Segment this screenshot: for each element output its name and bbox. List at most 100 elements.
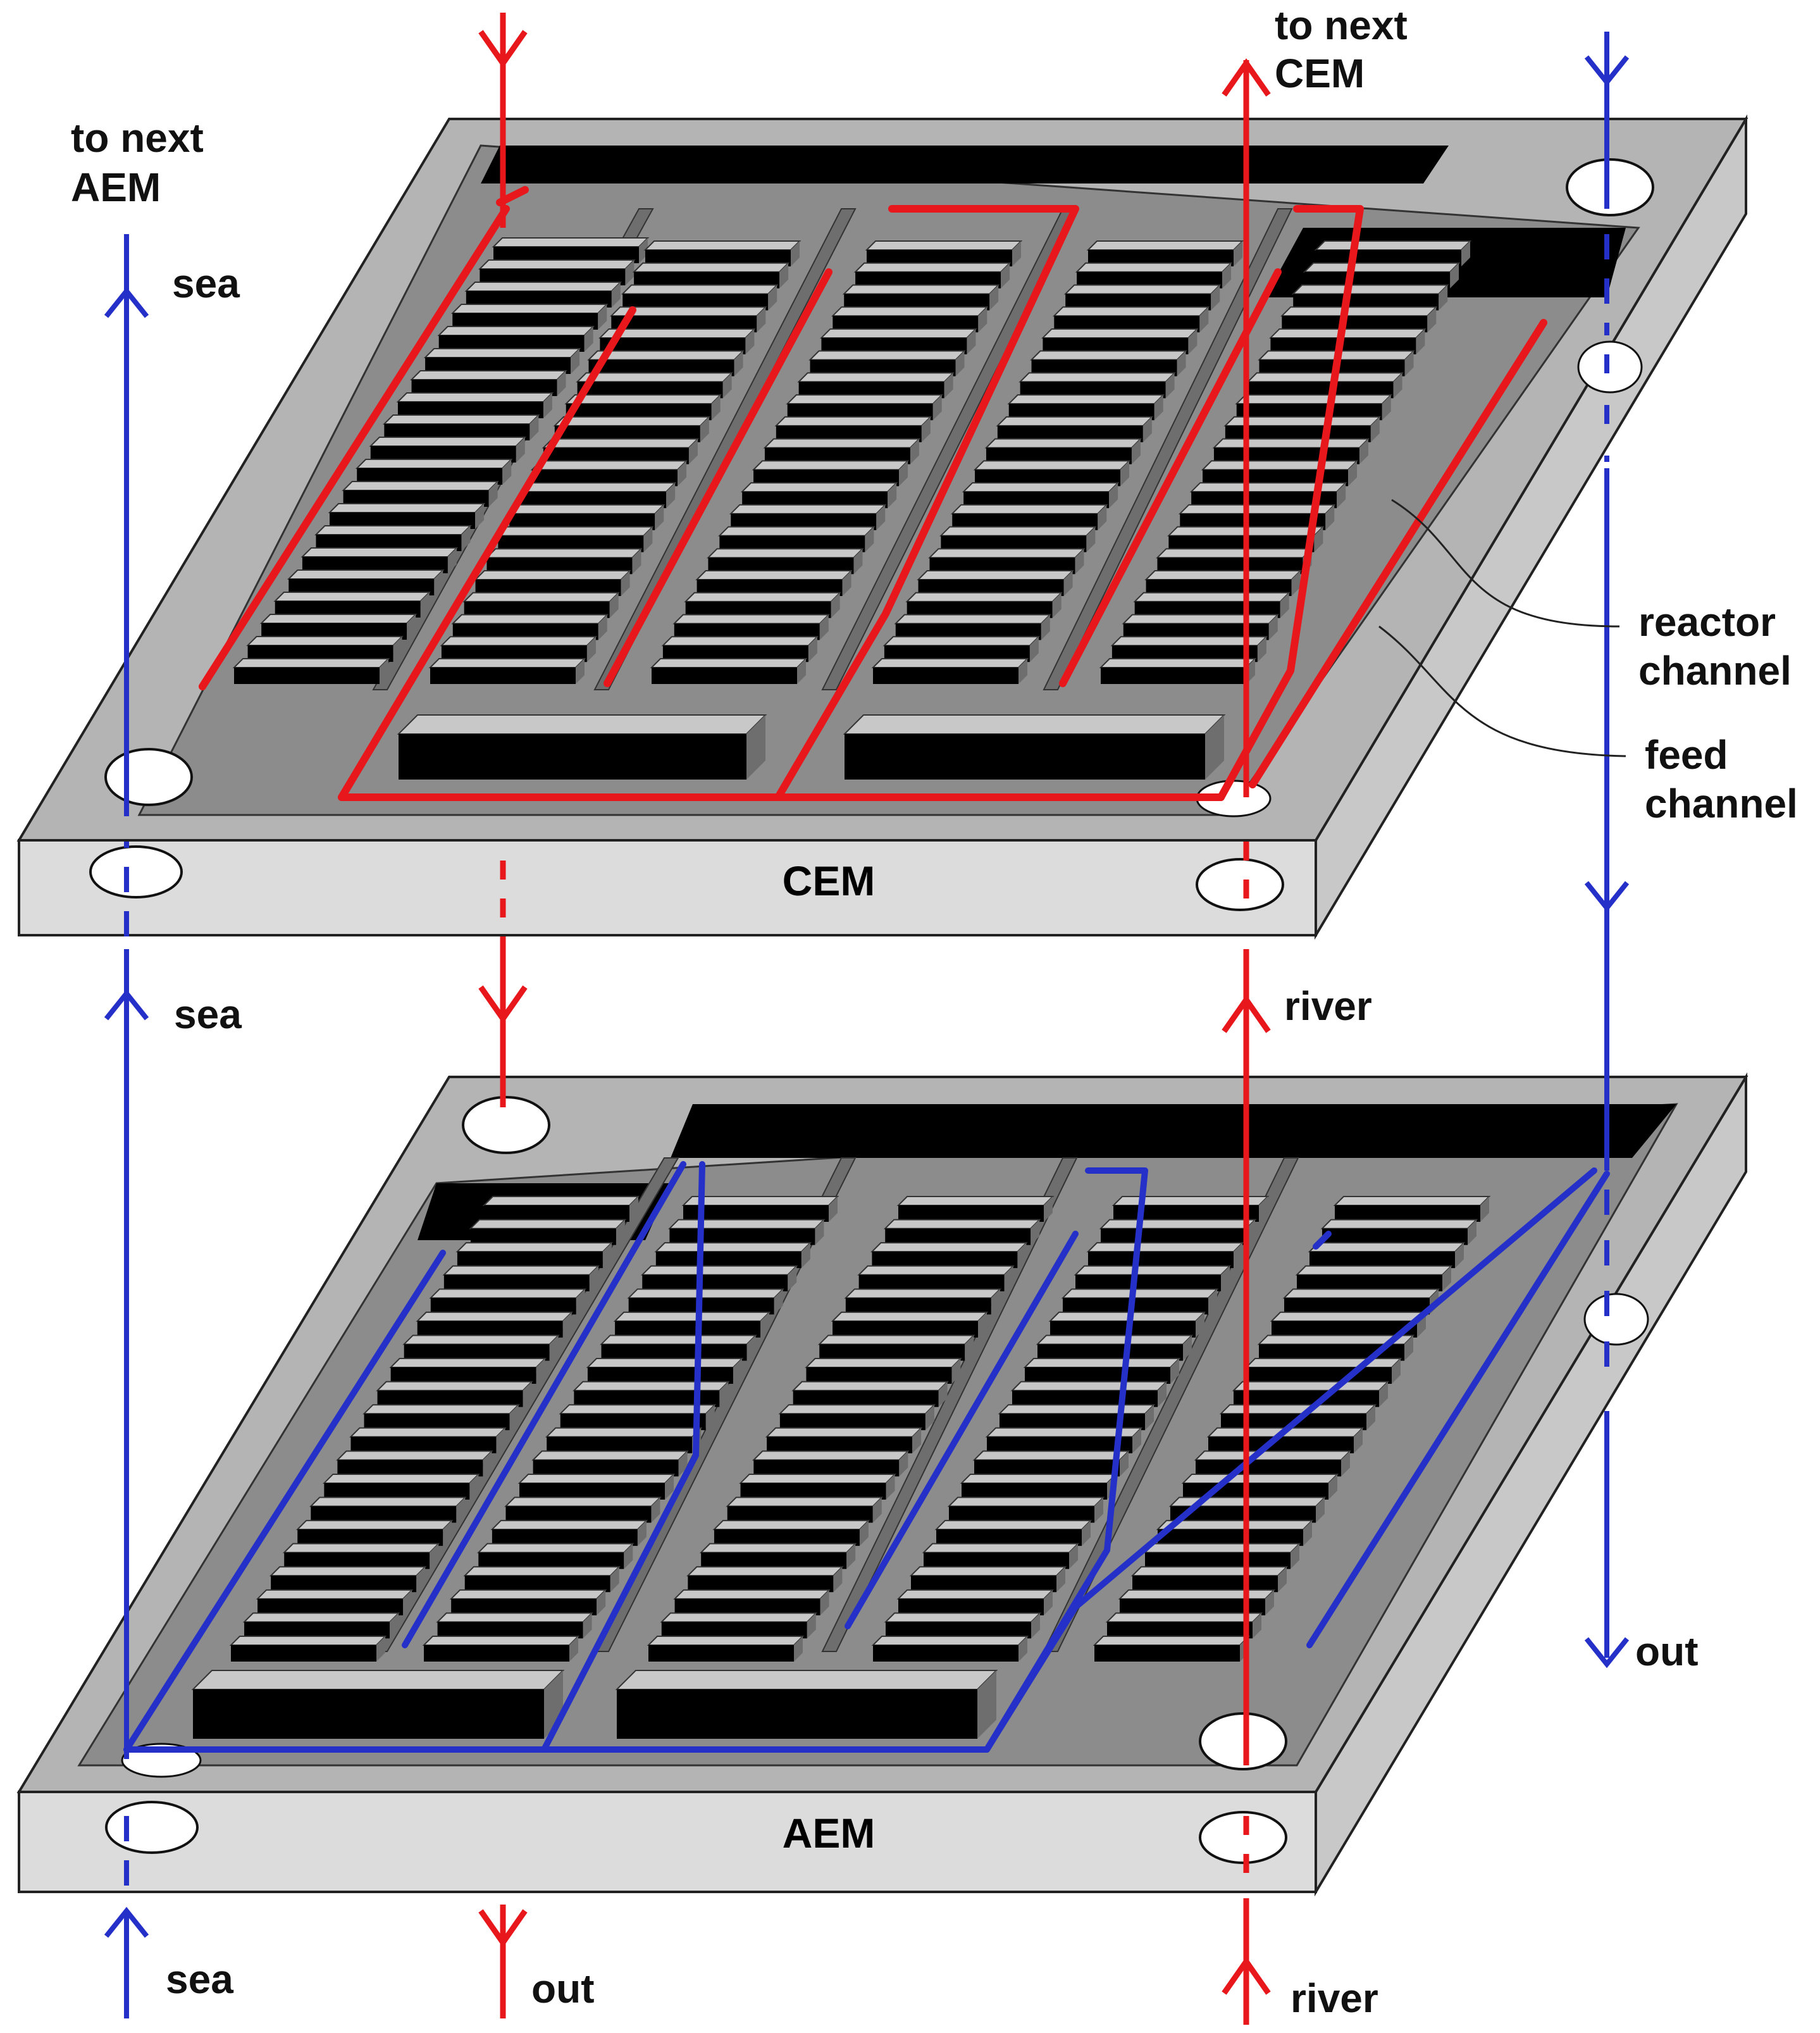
river-label-middle: river <box>1284 983 1372 1029</box>
raised-block <box>882 636 1041 662</box>
aem-back-channel <box>671 1104 1676 1158</box>
raised-block <box>934 1520 1093 1546</box>
raised-block <box>643 240 802 266</box>
cem-plate: CEM <box>16 114 1749 940</box>
to-next-cem-label: to next <box>1275 3 1408 48</box>
cem-flow-path <box>1059 268 1282 687</box>
raised-block <box>896 1196 1055 1222</box>
raised-block <box>242 1612 400 1639</box>
aem-plate-front-edge <box>18 1791 1317 1893</box>
raised-block <box>661 636 819 662</box>
raised-block <box>1144 570 1302 597</box>
raised-block <box>300 547 459 573</box>
aem-plate-label: AEM <box>783 1810 876 1856</box>
raised-block <box>998 1404 1156 1431</box>
raised-block <box>464 282 622 308</box>
aem-side-hole <box>1583 1293 1649 1346</box>
raised-block <box>1223 416 1382 442</box>
raised-block <box>831 1311 989 1338</box>
raised-block <box>600 1334 757 1361</box>
raised-block <box>817 1334 975 1361</box>
raised-block <box>455 1242 614 1269</box>
cem-hole-front-left <box>104 748 193 806</box>
raised-block <box>1111 1196 1270 1222</box>
raised-block <box>576 372 734 399</box>
raised-block <box>1118 1589 1276 1615</box>
raised-block <box>739 1473 896 1500</box>
raised-block <box>410 370 567 396</box>
raised-block <box>684 592 842 618</box>
raised-block <box>857 1265 1015 1291</box>
raised-block <box>191 1670 565 1739</box>
raised-block <box>362 1404 520 1431</box>
raised-block <box>805 1358 962 1384</box>
raised-block <box>621 284 779 311</box>
cem-hole-back-right <box>1566 158 1654 216</box>
raised-block <box>564 394 722 421</box>
raised-block <box>1099 658 1257 684</box>
raised-block <box>640 1265 798 1291</box>
to-next-cem-label: CEM <box>1275 51 1365 96</box>
raised-block <box>647 1636 805 1662</box>
raised-block <box>572 1381 730 1407</box>
raised-block <box>820 328 977 354</box>
raised-block <box>1074 1265 1232 1291</box>
raised-block <box>871 1636 1029 1662</box>
raised-block <box>282 1543 440 1569</box>
aem-plate: AEM <box>16 1072 1749 1897</box>
raised-block <box>449 1589 607 1615</box>
raised-block <box>947 1496 1105 1523</box>
raised-block <box>273 592 431 618</box>
raised-block <box>883 1219 1041 1245</box>
raised-block <box>598 328 756 354</box>
raised-block <box>632 262 790 289</box>
raised-block <box>1156 1520 1314 1546</box>
river-line <box>1222 58 1271 2025</box>
raised-block <box>396 392 554 418</box>
to-next-aem-label: to next <box>71 115 204 161</box>
raised-block <box>553 416 711 442</box>
raised-block <box>1018 372 1177 399</box>
raised-block <box>894 614 1052 640</box>
raised-block <box>1122 614 1280 640</box>
raised-block <box>853 262 1012 289</box>
raised-block <box>440 636 598 662</box>
raised-block <box>905 592 1063 618</box>
raised-block <box>342 481 500 507</box>
raised-block <box>712 1520 870 1546</box>
raised-block <box>519 482 677 509</box>
raised-block <box>726 1496 884 1523</box>
raised-block <box>673 1589 831 1615</box>
aem-flow-path <box>1313 1231 1332 1250</box>
raised-block <box>984 438 1142 464</box>
raised-block <box>950 504 1108 530</box>
raised-block <box>609 306 767 333</box>
aem-flow-path <box>123 1250 446 1753</box>
raised-block <box>1030 350 1187 376</box>
raised-block <box>871 658 1029 684</box>
raised-block <box>397 714 767 780</box>
raised-block <box>328 503 486 529</box>
raised-block <box>1232 1381 1390 1407</box>
raised-block <box>973 460 1131 487</box>
raised-block <box>778 1404 936 1431</box>
to-next-aem-label: AEM <box>71 165 161 210</box>
raised-block <box>246 636 404 662</box>
raised-block <box>1333 1196 1491 1222</box>
raised-block <box>542 438 700 464</box>
raised-block <box>416 1311 574 1338</box>
raised-block <box>229 1636 387 1662</box>
raised-block <box>463 1566 621 1593</box>
out-label-bottom: out <box>531 1966 595 2011</box>
reactor-channel-label: reactor <box>1638 599 1776 645</box>
raised-block <box>436 1612 593 1639</box>
raised-block <box>530 460 688 487</box>
raised-block <box>232 658 390 684</box>
raised-block <box>1099 1219 1257 1245</box>
raised-block <box>1295 1265 1453 1291</box>
raised-block <box>295 1520 454 1546</box>
raised-block <box>627 1288 785 1315</box>
sea-label-middle: sea <box>174 992 242 1037</box>
raised-block <box>1320 1219 1478 1245</box>
raised-block <box>842 284 1000 311</box>
